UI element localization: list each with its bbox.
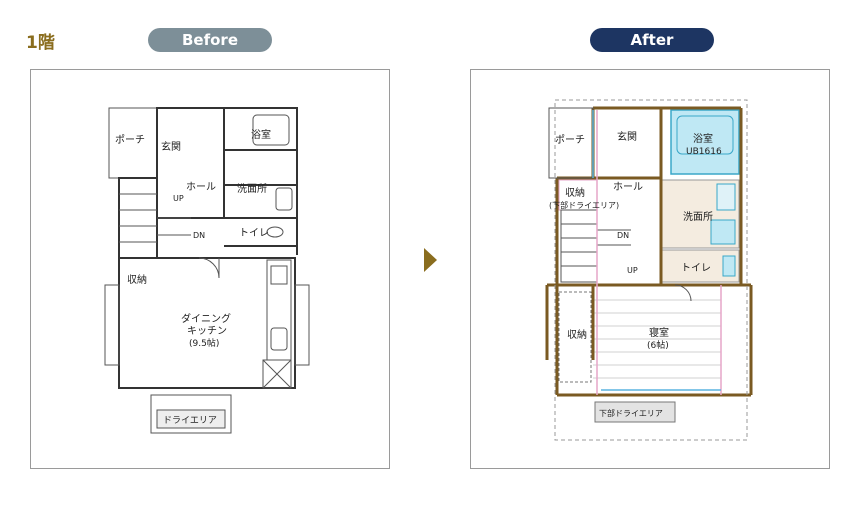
washroom-label: 洗面所 xyxy=(237,183,267,195)
after-floor-plan: ポーチ 玄関 浴室 UB1616 収納 (下部ドライエリア) ホール 洗面所 D… xyxy=(470,69,830,469)
after-badge: After xyxy=(590,28,714,52)
dry-area xyxy=(594,401,676,423)
washroom-label: 洗面所 xyxy=(683,211,713,223)
hall-label: ホール xyxy=(613,181,643,193)
toilet-label: トイレ xyxy=(681,263,711,274)
after-plan-drawing: ポーチ 玄関 浴室 UB1616 収納 (下部ドライエリア) ホール 洗面所 D… xyxy=(545,99,753,441)
stairs-up-label: UP xyxy=(627,266,638,275)
storage-top-label: 収納 xyxy=(565,186,585,199)
stairs-up-label: UP xyxy=(173,194,184,203)
service-lines xyxy=(592,110,722,395)
bedroom-floor-lines xyxy=(593,299,721,379)
entrance-label: 玄関 xyxy=(161,140,181,153)
bedroom-label: 寝室 xyxy=(649,326,669,339)
stairs-dn-label: DN xyxy=(193,231,205,240)
porch-label: ポーチ xyxy=(555,134,585,146)
before-badge: Before xyxy=(148,28,272,52)
dining-kitchen-label-2: キッチン xyxy=(187,325,227,337)
bath-label: 浴室 xyxy=(693,132,713,145)
bedroom-area: (6帖) xyxy=(647,339,669,351)
bedroom-storage-label: 収納 xyxy=(567,328,587,341)
transition-arrow-icon xyxy=(424,248,437,272)
dining-kitchen-label-1: ダイニング xyxy=(181,312,231,325)
dry-area xyxy=(150,394,232,434)
dry-area-label: ドライエリア xyxy=(163,415,217,426)
bath-tub xyxy=(252,114,290,146)
storage-label: 収納 xyxy=(127,273,147,286)
entrance-label: 玄関 xyxy=(617,130,637,143)
before-floor-plan: ポーチ 玄関 浴室 ホール 洗面所 UP DN トイレ 収納 ダイニング キッチ… xyxy=(30,69,390,469)
bath-unit xyxy=(670,109,740,175)
dining-kitchen-area: (9.5帖) xyxy=(189,337,219,349)
before-plan-drawing: ポーチ 玄関 浴室 ホール 洗面所 UP DN トイレ 収納 ダイニング キッチ… xyxy=(104,107,310,434)
dry-area-label: 下部ドライエリア xyxy=(599,408,663,418)
stairs xyxy=(560,209,631,283)
floor-label: 1階 xyxy=(26,33,55,53)
bath-label: 浴室 xyxy=(251,128,271,141)
bath-unit-label: UB1616 xyxy=(686,147,722,157)
stairs-dn-label: DN xyxy=(617,231,629,240)
porch-label: ポーチ xyxy=(115,134,145,146)
hall-label: ホール xyxy=(186,181,216,193)
toilet-label: トイレ xyxy=(239,228,269,239)
bedroom-storage-area xyxy=(558,291,592,383)
storage-top-note: (下部ドライエリア) xyxy=(549,200,619,210)
